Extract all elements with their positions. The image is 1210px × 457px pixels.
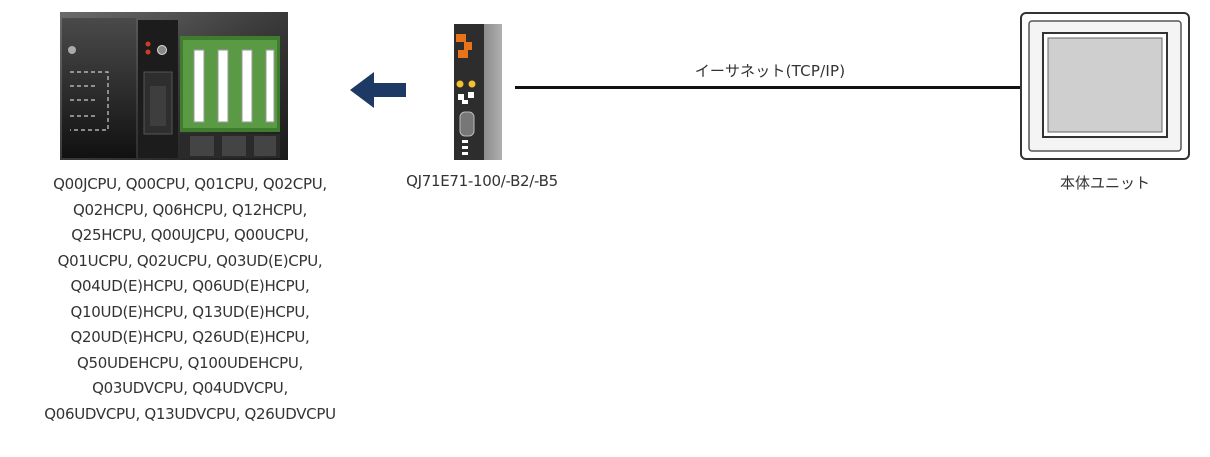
plc-model-line: Q03UDVCPU, Q04UDVCPU,: [92, 379, 288, 397]
plc-model-line: Q00JCPU, Q00CPU, Q01CPU, Q02CPU,: [53, 175, 327, 193]
plc-model-line: Q10UD(E)HCPU, Q13UD(E)HCPU,: [70, 302, 310, 321]
plc-model-line: Q20UD(E)HCPU, Q26UD(E)HCPU,: [70, 328, 310, 346]
plc-cpu-rack: [60, 12, 290, 162]
hmi-unit: [1020, 12, 1190, 160]
hmi-label: 本体ユニット: [1059, 174, 1150, 192]
plc-rack-icon: [60, 12, 288, 160]
ethernet-module-label: QJ71E71-100/-B2/-B5: [406, 172, 558, 190]
plc-model-line: Q01UCPU, Q02UCPU, Q03UD(E)CPU,: [57, 251, 323, 270]
ethernet-module: [440, 24, 515, 164]
hmi-display-icon: [1020, 12, 1190, 160]
plc-model-line: Q50UDEHCPU, Q100UDEHCPU,: [76, 353, 303, 372]
connection-label: イーサネット(TCP/IP): [694, 62, 846, 80]
plc-model-line: Q25HCPU, Q00UJCPU, Q00UCPU,: [71, 226, 309, 244]
plc-model-line: Q04UD(E)HCPU, Q06UD(E)HCPU,: [70, 277, 310, 295]
ethernet-module-icon: [454, 24, 502, 160]
plc-model-line: Q02HCPU, Q06HCPU, Q12HCPU,: [72, 200, 308, 219]
ethernet-connection-line: [515, 86, 1023, 89]
plc-model-line: Q06UDVCPU, Q13UDVCPU, Q26UDVCPU: [44, 404, 336, 423]
left-arrow-icon: [350, 72, 410, 108]
plc-model-list: Q00JCPU, Q00CPU, Q01CPU, Q02CPU, Q02HCPU…: [10, 172, 370, 427]
